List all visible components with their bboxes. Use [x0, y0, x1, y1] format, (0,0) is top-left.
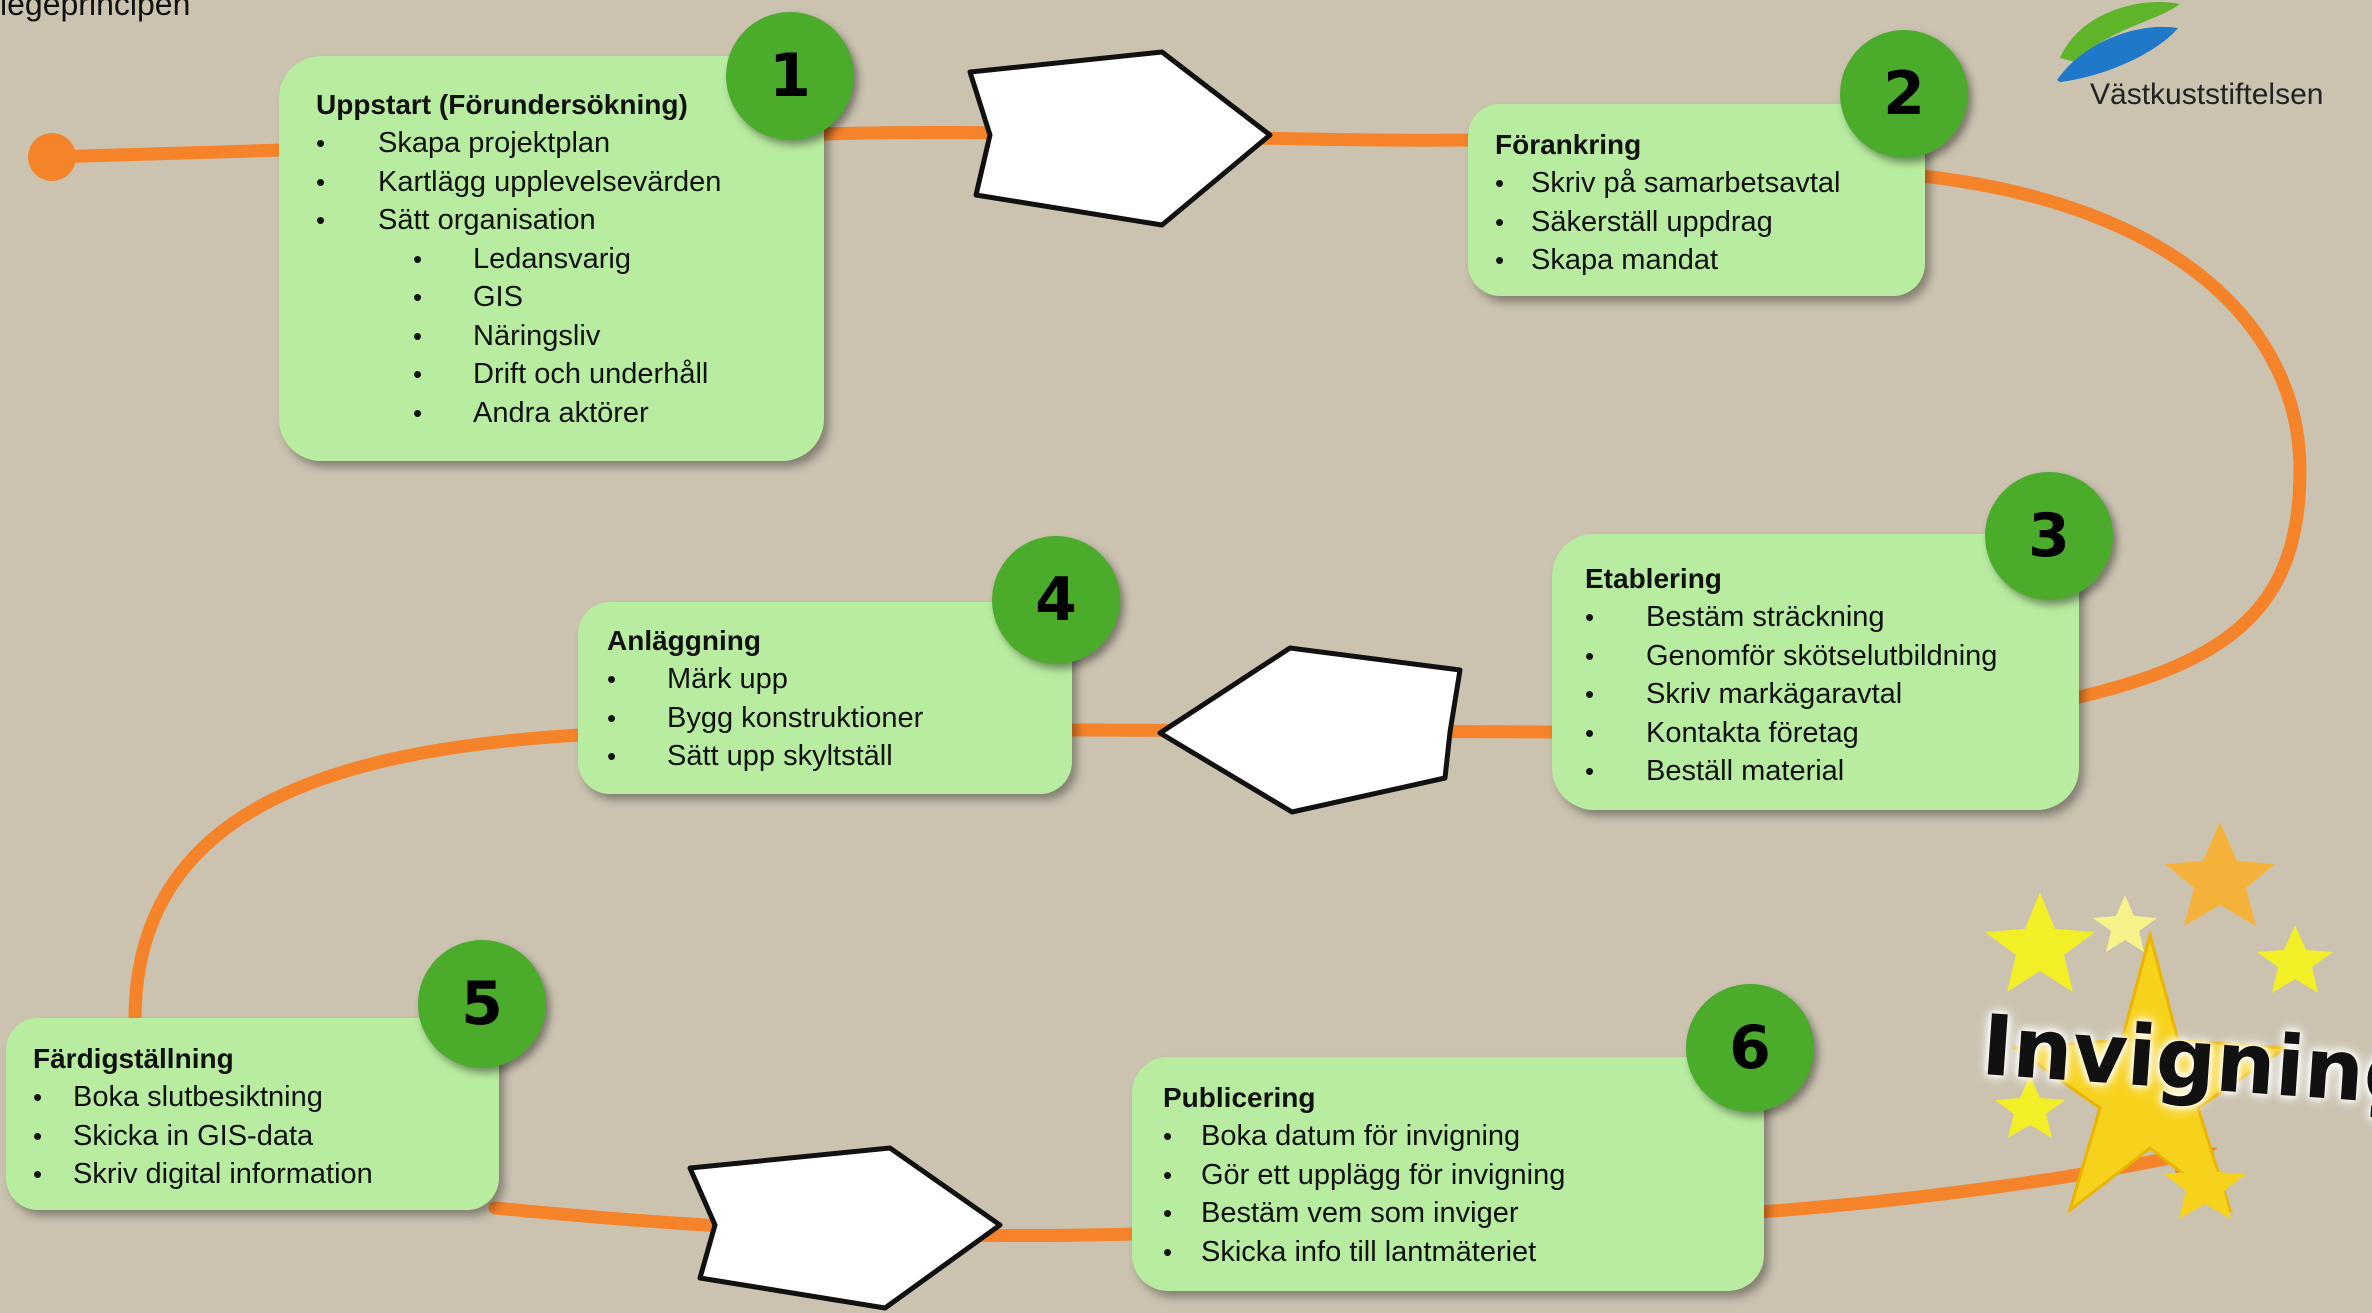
list-item: Märk upp: [607, 660, 1072, 699]
sub-list-item: Ledansvarig: [413, 240, 824, 279]
list-item: Skapa projektplan: [316, 124, 824, 163]
step-1-list: Skapa projektplan Kartlägg upplevelsevär…: [316, 124, 824, 240]
star-large: [2010, 929, 2290, 1215]
star-pale: [2093, 895, 2157, 952]
step-6-title: Publicering: [1163, 1082, 1316, 1113]
list-item: Beställ material: [1585, 752, 2079, 791]
list-item: Bestäm vem som inviger: [1163, 1194, 1764, 1233]
sub-list-item: GIS: [413, 278, 824, 317]
step-1-sublist: Ledansvarig GIS Näringsliv Drift och und…: [413, 240, 824, 433]
step-5-badge: 5: [418, 940, 546, 1068]
list-item: Bygg konstruktioner: [607, 699, 1072, 738]
step-5-title: Färdigställning: [33, 1043, 234, 1074]
step-1-title: Uppstart (Förundersökning): [316, 89, 688, 120]
path-segment-2-3: [1915, 169, 2307, 705]
path-segment-4-5: [128, 728, 587, 1027]
list-item: Sätt organisation: [316, 201, 824, 240]
list-item: Skicka in GIS-data: [33, 1117, 499, 1156]
list-item: Skicka info till lantmäteriet: [1163, 1233, 1764, 1272]
step-5-list: Boka slutbesiktning Skicka in GIS-data S…: [33, 1078, 499, 1194]
list-item: Skriv digital information: [33, 1155, 499, 1194]
star-yellow-left: [1985, 892, 2095, 992]
step-4-list: Märk upp Bygg konstruktioner Sätt upp sk…: [607, 660, 1072, 776]
celebration-stars: [1985, 822, 2333, 1219]
step-4-box: Anläggning Märk upp Bygg konstruktioner …: [578, 602, 1072, 794]
list-item: Säkerställ uppdrag: [1495, 203, 1925, 242]
star-right: [2257, 925, 2333, 993]
arrow-right-1: [967, 49, 1273, 228]
step-3-list: Bestäm sträckning Genomför skötselutbild…: [1585, 598, 2079, 791]
arrow-left-2: [1157, 645, 1463, 815]
list-item: Genomför skötselutbildning: [1585, 637, 2079, 676]
step-6-list: Boka datum för invigning Gör ett upplägg…: [1163, 1117, 1764, 1271]
logo-leaf-blue: [2057, 26, 2178, 82]
star-bottom-right: [2164, 1145, 2246, 1219]
header-fragment: legeprincipen: [0, 0, 191, 22]
list-item: Bestäm sträckning: [1585, 598, 2079, 637]
list-item: Kontakta företag: [1585, 714, 2079, 753]
list-item: Skriv på samarbetsavtal: [1495, 164, 1925, 203]
path-start-dot: [28, 133, 76, 181]
list-item: Boka datum för invigning: [1163, 1117, 1764, 1156]
step-2-list: Skriv på samarbetsavtal Säkerställ uppdr…: [1495, 164, 1925, 280]
list-item: Boka slutbesiktning: [33, 1078, 499, 1117]
step-1-box: Uppstart (Förundersökning) Skapa projekt…: [279, 56, 824, 461]
logo-text: Västkuststiftelsen: [2090, 78, 2324, 111]
logo-mark: [2057, 2, 2180, 82]
step-4-badge: 4: [992, 536, 1120, 664]
star-bottom-left: [1995, 1075, 2065, 1138]
step-3-badge: 3: [1985, 472, 2113, 600]
list-item: Kartlägg upplevelsevärden: [316, 163, 824, 202]
step-2-title: Förankring: [1495, 129, 1642, 160]
step-6-badge: 6: [1686, 984, 1814, 1112]
sub-list-item: Drift och underhåll: [413, 355, 824, 394]
list-item: Skriv markägaravtal: [1585, 675, 2079, 714]
step-2-badge: 2: [1840, 30, 1968, 158]
step-1-badge: 1: [726, 12, 854, 140]
logo-leaf-green: [2060, 2, 2180, 62]
list-item: Sätt upp skyltställ: [607, 737, 1072, 776]
step-4-title: Anläggning: [607, 625, 761, 656]
sub-list-item: Andra aktörer: [413, 394, 824, 433]
sub-list-item: Näringsliv: [413, 317, 824, 356]
arrow-right-3: [687, 1145, 1003, 1311]
path-segment-start: [45, 143, 289, 164]
list-item: Skapa mandat: [1495, 241, 1925, 280]
star-orange: [2165, 822, 2275, 926]
step-2-box: Förankring Skriv på samarbetsavtal Säker…: [1468, 104, 1925, 296]
step-5-box: Färdigställning Boka slutbesiktning Skic…: [6, 1018, 499, 1210]
list-item: Gör ett upplägg för invigning: [1163, 1156, 1764, 1195]
step-3-title: Etablering: [1585, 563, 1722, 594]
step-3-box: Etablering Bestäm sträckning Genomför sk…: [1552, 534, 2079, 810]
step-6-box: Publicering Boka datum för invigning Gör…: [1132, 1057, 1764, 1291]
